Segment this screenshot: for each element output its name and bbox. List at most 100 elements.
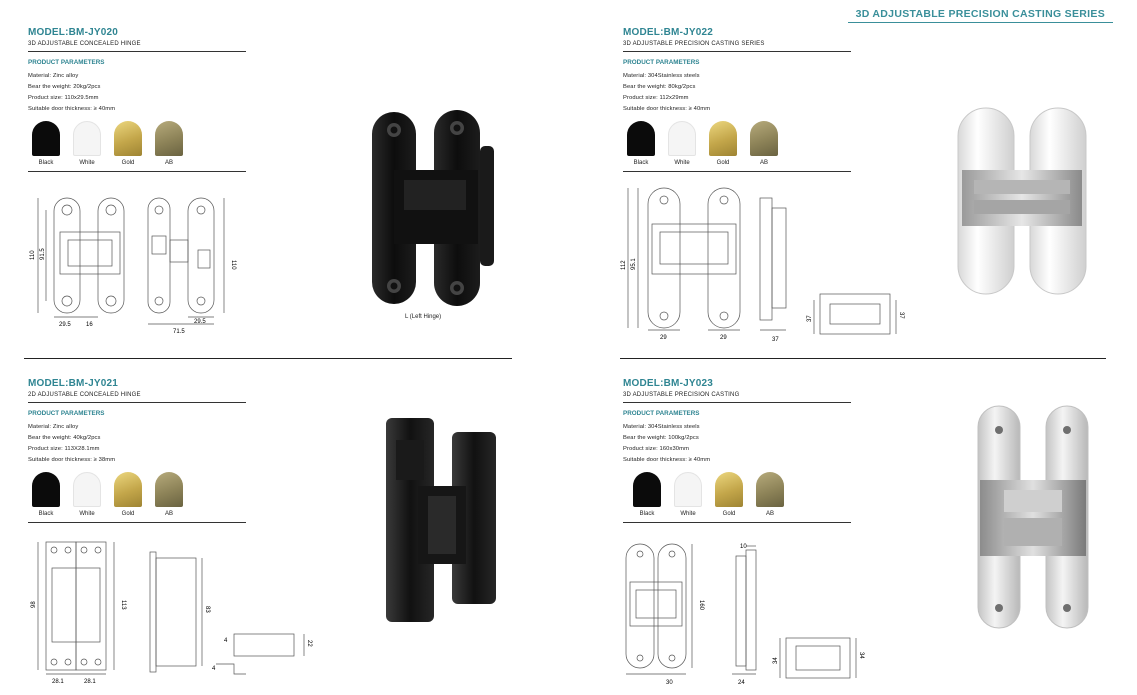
params-list: Material: 304Stainless steels Bear the w… (623, 422, 851, 466)
finish-swatches: Black White Gold AB (28, 472, 246, 517)
dim-label: 110 (230, 260, 236, 270)
swatch-black: Black (629, 472, 665, 517)
product-block-jy023: MODEL:BM-JY023 3D ADJUSTABLE PRECISION C… (623, 378, 851, 523)
swatch-label: AB (164, 511, 173, 517)
section-rule (28, 171, 246, 172)
dim-label: 83 (204, 606, 210, 613)
dim-label: 110 (30, 250, 36, 260)
swatch-label: AB (759, 160, 768, 166)
swatch-label: White (680, 511, 696, 517)
swatch-label: Gold (121, 511, 135, 517)
swatch-chip (709, 121, 737, 156)
swatch-ab: AB (746, 121, 782, 166)
dim-label: 37 (807, 315, 813, 322)
dim-label: 113 (120, 600, 126, 610)
swatch-label: Black (639, 511, 655, 517)
product-photo-jy021 (386, 418, 496, 622)
dim-label: 91.5 (40, 248, 46, 260)
params-heading: PRODUCT PARAMETERS (623, 59, 700, 66)
product-photo-jy023 (977, 405, 1089, 629)
swatch-chip (114, 121, 142, 156)
swatch-chip (32, 121, 60, 156)
dim-label: 28.1 (52, 679, 64, 685)
section-rule (28, 51, 246, 52)
swatch-white: White (664, 121, 700, 166)
param-material: Material: 304Stainless steels (623, 424, 700, 430)
section-rule (28, 402, 246, 403)
param-material: Material: Zinc alloy (28, 73, 79, 79)
dim-label: 71.5 (173, 329, 185, 335)
params-heading: PRODUCT PARAMETERS (28, 59, 105, 66)
swatch-chip (756, 472, 784, 507)
param-size: Product size: 160x30mm (623, 446, 689, 452)
swatch-chip (627, 121, 655, 156)
param-door-thickness: Suitable door thickness: ≥ 40mm (623, 457, 711, 463)
finish-swatches: Black White Gold AB (28, 121, 246, 166)
dim-label: 34 (773, 657, 779, 664)
swatch-chip (668, 121, 696, 156)
swatch-chip (633, 472, 661, 507)
dim-label: 98 (31, 601, 37, 608)
swatch-ab: AB (752, 472, 788, 517)
dim-label: 29 (660, 335, 667, 341)
swatch-label: Gold (722, 511, 736, 517)
series-rule (848, 22, 1113, 23)
swatch-chip (73, 121, 101, 156)
dim-label: 112 (621, 260, 627, 270)
swatch-ab: AB (151, 121, 187, 166)
param-door-thickness: Suitable door thickness: ≥ 40mm (28, 106, 116, 112)
series-title: 3D ADJUSTABLE PRECISION CASTING SERIES (855, 8, 1105, 20)
dim-label: 4 (212, 666, 216, 672)
product-block-jy020: MODEL:BM-JY020 3D ADJUSTABLE CONCEALED H… (28, 27, 246, 172)
model-subtitle: 3D ADJUSTABLE PRECISION CASTING (623, 392, 740, 398)
swatch-label: Gold (121, 160, 135, 166)
finish-swatches: Black White Gold AB (629, 472, 851, 517)
dim-label: 95.1 (631, 258, 637, 270)
section-rule (623, 402, 851, 403)
section-rule (623, 51, 851, 52)
technical-drawing-jy020: 110 91.5 29.5 16 71.5 29.5 110 (30, 197, 236, 335)
swatch-chip (32, 472, 60, 507)
swatch-label: White (79, 511, 95, 517)
section-rule (623, 522, 851, 523)
param-weight: Bear the weight: 40kg/2pcs (28, 435, 101, 441)
swatch-gold: Gold (110, 121, 146, 166)
params-heading: PRODUCT PARAMETERS (623, 410, 700, 417)
param-size: Product size: 113X28.1mm (28, 446, 100, 452)
swatch-label: White (79, 160, 95, 166)
section-rule (623, 171, 851, 172)
model-subtitle: 3D ADJUSTABLE PRECISION CASTING SERIES (623, 41, 765, 47)
model-title: MODEL:BM-JY020 (28, 27, 119, 38)
swatch-white: White (69, 121, 105, 166)
technical-drawing-jy023: 10 160 30 24 34 34 (625, 543, 864, 686)
swatch-label: White (674, 160, 690, 166)
param-door-thickness: Suitable door thickness: ≥ 38mm (28, 457, 116, 463)
swatch-label: Black (38, 160, 54, 166)
dim-label: 37 (898, 312, 904, 319)
finish-swatches: Black White Gold AB (623, 121, 851, 166)
product-photo-jy020 (372, 110, 494, 306)
dim-label: 24 (738, 680, 745, 686)
dim-label: 37 (772, 337, 779, 343)
param-weight: Bear the weight: 20kg/2pcs (28, 84, 101, 90)
product-photo-jy022 (957, 107, 1087, 295)
swatch-label: Gold (716, 160, 730, 166)
param-weight: Bear the weight: 80kg/2pcs (623, 84, 696, 90)
dim-label: 29.5 (59, 322, 71, 328)
model-subtitle: 2D ADJUSTABLE CONCEALED HINGE (28, 392, 141, 398)
dim-label: 28.1 (84, 679, 96, 685)
dim-label: 160 (698, 600, 704, 611)
section-rule (28, 522, 246, 523)
swatch-gold: Gold (711, 472, 747, 517)
swatch-chip (750, 121, 778, 156)
dim-label: 34 (858, 652, 864, 659)
swatch-label: Black (633, 160, 649, 166)
swatch-chip (73, 472, 101, 507)
swatch-chip (715, 472, 743, 507)
dim-label: 4 (224, 638, 228, 644)
swatch-chip (155, 121, 183, 156)
swatch-chip (674, 472, 702, 507)
param-material: Material: Zinc alloy (28, 424, 79, 430)
divider-left (24, 358, 512, 359)
model-subtitle: 3D ADJUSTABLE CONCEALED HINGE (28, 41, 141, 47)
